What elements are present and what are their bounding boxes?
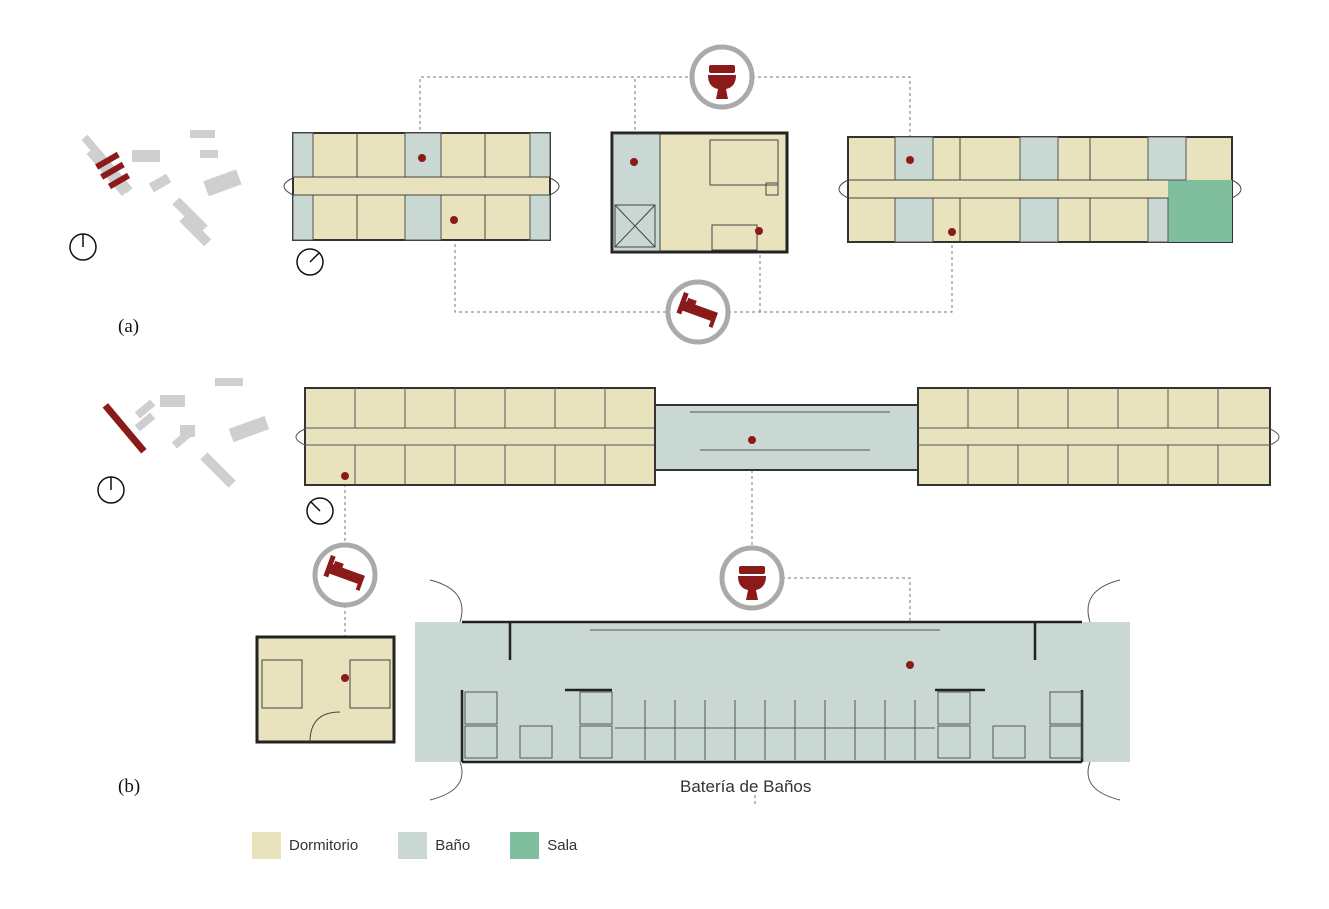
dormitory-module-plan-2 — [838, 136, 1242, 243]
toilet-icon — [689, 44, 755, 110]
legend-swatch — [510, 832, 540, 859]
bath-battery-title: Batería de Baños — [680, 777, 812, 796]
site-plan-a — [81, 130, 242, 247]
legend-item-bano: Baño — [398, 832, 470, 859]
dormitory-wing-right — [917, 387, 1280, 486]
label-b: (b) — [118, 776, 141, 797]
dormitory-wing-left — [295, 387, 656, 486]
legend: Dormitorio Baño Sala — [252, 832, 617, 859]
label-a: (a) — [118, 316, 140, 337]
legend-item-dormitorio: Dormitorio — [252, 832, 358, 859]
bath-battery-module — [654, 404, 919, 471]
room-detail-a — [610, 131, 789, 254]
compass-icon — [296, 248, 324, 276]
legend-label: Sala — [547, 837, 578, 854]
compass-icon — [306, 497, 334, 525]
legend-swatch — [398, 832, 428, 859]
room-detail-b — [255, 635, 396, 744]
north-arrow-icon — [69, 233, 97, 261]
toilet-icon — [719, 545, 785, 611]
site-plan-b — [102, 378, 270, 488]
dormitory-module-plan-1 — [283, 132, 560, 241]
legend-label: Dormitorio — [289, 837, 359, 854]
bed-icon — [312, 542, 378, 608]
sala-area — [1168, 180, 1232, 242]
bed-icon — [665, 279, 731, 345]
north-arrow-icon — [97, 476, 125, 504]
legend-label: Baño — [435, 837, 471, 854]
bath-battery-detail — [415, 579, 1130, 801]
legend-item-sala: Sala — [510, 832, 577, 859]
legend-swatch — [252, 832, 281, 859]
